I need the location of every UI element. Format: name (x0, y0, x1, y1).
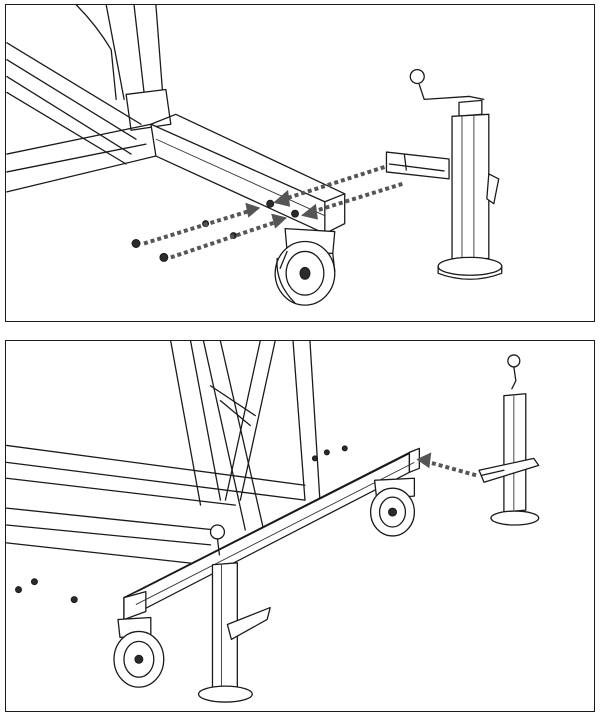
bolt-icon (323, 449, 330, 456)
bolt-icon (30, 578, 38, 586)
caster-wheel (274, 227, 336, 306)
upright-post (75, 5, 172, 131)
nut-icon (159, 252, 169, 262)
top-assembly-drawing (6, 5, 503, 306)
dashed-insertion-arrow (416, 452, 477, 478)
dashed-insertion-arrow (143, 202, 288, 260)
top-assembly-panel (5, 4, 595, 322)
rear-frame-beam (6, 444, 306, 566)
leg-bolt-holes (266, 199, 300, 218)
bolt-icon (341, 445, 348, 452)
jack-stand (385, 68, 503, 280)
dashed-insertion-arrow (273, 165, 403, 220)
leg-beam (150, 113, 346, 235)
upright-a-frame (170, 341, 321, 531)
front-caster-wheel (113, 616, 165, 688)
bottom-assembly-panel (5, 340, 595, 712)
cross-beam (6, 123, 157, 193)
mounted-jack-stand (197, 524, 271, 703)
bolt-icon (70, 596, 78, 604)
nut-icon (131, 239, 141, 248)
bottom-assembly-drawing (6, 341, 540, 703)
bolt-icon (15, 586, 23, 594)
jack-stand (478, 354, 540, 526)
bolt-icon (311, 455, 318, 462)
rear-caster-wheel (369, 477, 416, 537)
leg-beam (123, 447, 421, 621)
rear-frame-beam (6, 42, 142, 165)
